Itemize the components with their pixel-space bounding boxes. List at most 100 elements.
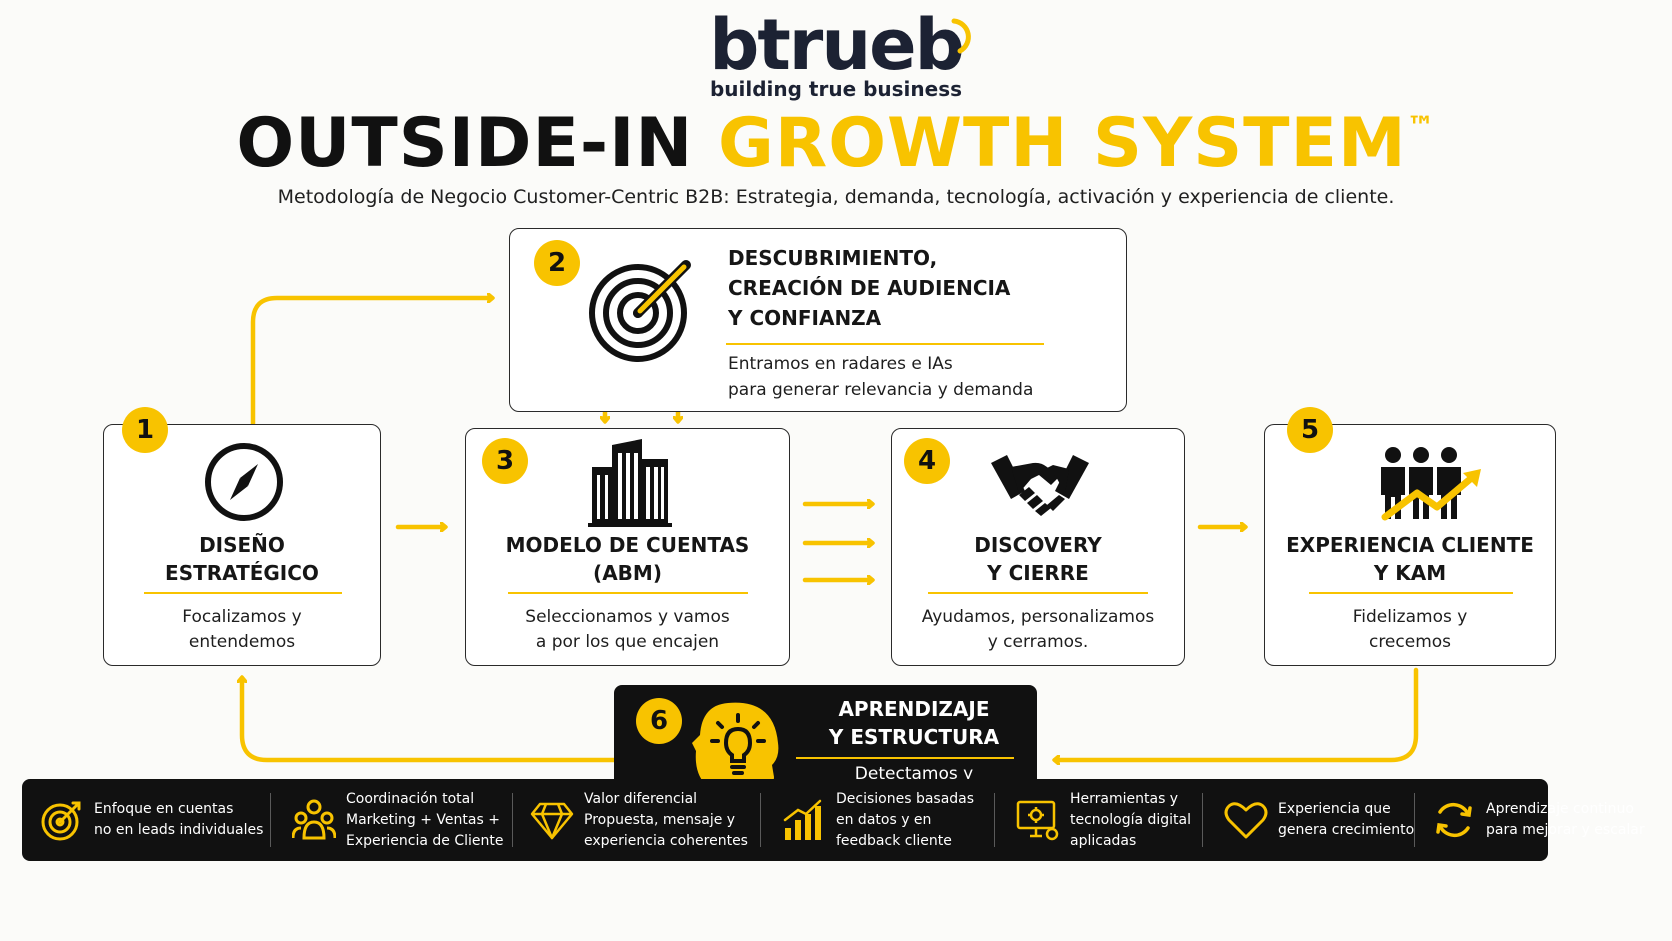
step-divider <box>726 343 1044 345</box>
step-title-line: Y CIERRE <box>987 561 1089 585</box>
step-card-2: DESCUBRIMIENTO, CREACIÓN DE AUDIENCIA Y … <box>509 228 1127 412</box>
title-part-yellow: GROWTH SYSTEM <box>718 104 1407 183</box>
title-part-dark: OUTSIDE-IN <box>236 104 694 183</box>
feature-text: Decisiones basadas en datos y en feedbac… <box>836 789 974 852</box>
handshake-icon <box>991 455 1089 516</box>
step-title-line: Y ESTRUCTURA <box>828 725 1000 749</box>
step-divider <box>508 592 748 594</box>
step-divider <box>1309 592 1513 594</box>
feature-line: feedback cliente <box>836 832 952 849</box>
features-bar: Enfoque en cuentas no en leads individua… <box>22 779 1645 861</box>
monitor-gear-icon <box>1016 800 1059 841</box>
feature-separator <box>270 793 271 847</box>
step-description: Entramos en radares e IAs para generar r… <box>728 351 1033 403</box>
feature-line: Aprendizaje continuo <box>1486 801 1634 817</box>
feature-item: Valor diferencial Propuesta, mensaje y e… <box>530 779 748 861</box>
step-desc-line: Fidelizamos y <box>1352 607 1468 627</box>
step-title-line: DESCUBRIMIENTO, <box>728 246 938 270</box>
feature-text: Aprendizaje continuo para mejorar y esca… <box>1486 799 1645 841</box>
arrow-6-to-1 <box>242 678 617 763</box>
step-description: Ayudamos, personalizamos y cerramos. <box>892 605 1184 655</box>
trademark-symbol: ™ <box>1406 110 1436 143</box>
heart-icon <box>1224 802 1268 839</box>
step-title-line: DISEÑO <box>199 533 285 557</box>
step-title: DESCUBRIMIENTO, CREACIÓN DE AUDIENCIA Y … <box>728 243 1010 333</box>
feature-text: Enfoque en cuentas no en leads individua… <box>94 799 263 841</box>
step-desc-line: para generar relevancia y demanda <box>728 380 1034 400</box>
step-number-2: 2 <box>534 240 580 286</box>
feature-line: Coordinación total <box>346 790 475 807</box>
step-title: APRENDIZAJE Y ESTRUCTURA <box>809 695 1019 751</box>
feature-line: Experiencia que <box>1278 801 1391 817</box>
feature-line: tecnología digital <box>1070 811 1192 828</box>
bar-chart-icon <box>783 799 822 840</box>
brand-logo: btrueb <box>709 4 965 86</box>
feature-text: Valor diferencial Propuesta, mensaje y e… <box>584 789 748 852</box>
feature-separator <box>760 793 761 847</box>
step-title-line: MODELO DE CUENTAS <box>505 533 750 557</box>
feature-line: en datos y en <box>836 811 932 828</box>
feature-line: aplicadas <box>1070 832 1137 849</box>
step-title-line: (ABM) <box>593 561 662 585</box>
step-card-4: DISCOVERY Y CIERRE Ayudamos, personaliza… <box>891 428 1185 666</box>
step-title-line: APRENDIZAJE <box>838 697 990 721</box>
step-number-3: 3 <box>482 438 528 484</box>
feature-line: genera crecimiento <box>1278 822 1415 838</box>
feature-item: Enfoque en cuentas no en leads individua… <box>40 779 263 861</box>
step-desc-line: Entramos en radares e IAs <box>728 354 953 374</box>
step-title-line: DISCOVERY <box>974 533 1102 557</box>
step-divider <box>796 757 1014 759</box>
feature-item: Aprendizaje continuo para mejorar y esca… <box>1432 779 1645 861</box>
feature-line: no en leads individuales <box>94 822 264 838</box>
page-title: OUTSIDE-IN GROWTH SYSTEM™ <box>0 104 1672 183</box>
compass-icon <box>205 443 283 521</box>
feature-text: Herramientas y tecnología digital aplica… <box>1070 789 1191 852</box>
feature-line: Experiencia de Cliente <box>346 832 504 849</box>
step-description: Focalizamos y entendemos <box>104 605 380 655</box>
step-title-line: ESTRATÉGICO <box>165 561 319 585</box>
step-title: MODELO DE CUENTAS (ABM) <box>466 531 789 587</box>
feature-line: experiencia coherentes <box>584 832 748 849</box>
feature-line: Propuesta, mensaje y <box>584 811 736 828</box>
feature-line: Herramientas y <box>1070 790 1179 807</box>
feature-line: Enfoque en cuentas <box>94 801 234 817</box>
step-title-line: Y CONFIANZA <box>728 306 882 330</box>
feature-item: Herramientas y tecnología digital aplica… <box>1016 779 1191 861</box>
people-icon <box>292 799 336 840</box>
step-title-line: CREACIÓN DE AUDIENCIA <box>728 276 1011 300</box>
step-divider <box>144 592 342 594</box>
feature-text: Coordinación total Marketing + Ventas + … <box>346 789 503 852</box>
feature-separator <box>1202 793 1203 847</box>
step-number-4: 4 <box>904 438 950 484</box>
target-icon <box>41 801 81 841</box>
step-title: DISCOVERY Y CIERRE <box>892 531 1184 587</box>
step-number-1: 1 <box>122 407 168 453</box>
step-description: Seleccionamos y vamos a por los que enca… <box>466 605 789 655</box>
feature-line: para mejorar y escalar <box>1486 822 1645 838</box>
feature-text: Experiencia que genera crecimiento <box>1278 799 1414 841</box>
buildings-icon <box>588 439 672 527</box>
arrow-1-to-2 <box>250 298 492 427</box>
brand-tagline: building true business <box>709 77 963 101</box>
step-desc-line: crecemos <box>1368 632 1452 652</box>
step-desc-line: entendemos <box>188 632 296 652</box>
feature-separator <box>1414 793 1415 847</box>
target-icon <box>589 260 691 362</box>
step-card-5: EXPERIENCIA CLIENTE Y KAM Fidelizamos y … <box>1264 424 1556 666</box>
step-card-1: DISEÑO ESTRATÉGICO Focalizamos y entende… <box>103 424 381 666</box>
step-number-6: 6 <box>636 698 682 744</box>
feature-line: Marketing + Ventas + <box>346 811 500 828</box>
page-subtitle: Metodología de Negocio Customer-Centric … <box>277 186 1395 208</box>
step-desc-line: a por los que encajen <box>535 632 720 652</box>
step-title: EXPERIENCIA CLIENTE Y KAM <box>1265 531 1555 587</box>
step-desc-line: Ayudamos, personalizamos <box>921 607 1155 627</box>
arrow-5-to-6 <box>1055 667 1419 760</box>
step-divider <box>928 592 1148 594</box>
step-desc-line: Seleccionamos y vamos <box>525 607 730 627</box>
step-description: Fidelizamos y crecemos <box>1265 605 1555 655</box>
refresh-icon <box>1436 802 1472 838</box>
feature-separator <box>994 793 995 847</box>
step-desc-line: y cerramos. <box>987 632 1089 652</box>
step-number-5: 5 <box>1287 407 1333 453</box>
